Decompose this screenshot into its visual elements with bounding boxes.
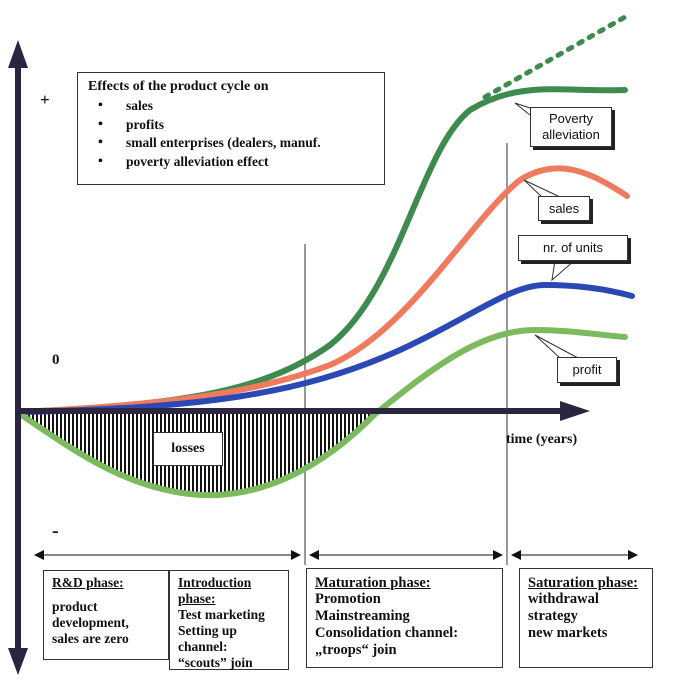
- legend-title: Effects of the product cycle on: [88, 79, 269, 94]
- phase-introduction-line-4: “scouts” join: [178, 655, 253, 670]
- legend-item-sales: sales: [98, 97, 374, 116]
- poverty-projection-dotted: [482, 14, 628, 100]
- poverty-callout-pointer: [514, 102, 531, 116]
- sales-curve: [17, 165, 630, 415]
- phase-rd-line-1: product: [52, 599, 98, 614]
- legend-item-poverty: poverty alleviation effect: [98, 153, 374, 172]
- phase-rd-line-2: development,: [52, 615, 129, 630]
- phase-rd-title: R&D phase:: [52, 575, 124, 590]
- profit-callout-pointer: [534, 334, 579, 359]
- legend-list: sales profits small enterprises (dealers…: [88, 97, 374, 171]
- phase-maturation-line-3: Consolidation channel:: [315, 625, 459, 641]
- axis-minus-label: -: [52, 520, 59, 542]
- units-callout: nr. of units: [518, 235, 628, 261]
- phase-saturation-line-2: strategy: [528, 608, 578, 624]
- phase-maturation: Maturation phase: Promotion Mainstreamin…: [306, 568, 503, 668]
- sales-callout-pointer: [523, 179, 561, 199]
- phase-saturation-line-3: new markets: [528, 625, 608, 641]
- poverty-callout: Poverty alleviation: [530, 107, 612, 147]
- legend-item-profits: profits: [98, 116, 374, 135]
- phase-introduction-title: Introduction phase:: [178, 575, 252, 606]
- units-callout-pointer: [551, 259, 576, 282]
- losses-label: losses: [153, 432, 223, 466]
- phase-introduction: Introduction phase: Test marketing Setti…: [169, 570, 289, 670]
- legend-item-small-enterprises: small enterprises (dealers, manuf.: [98, 134, 374, 153]
- phase-rd-line-3: sales are zero: [52, 631, 129, 646]
- phase-maturation-line-1: Promotion: [315, 591, 381, 607]
- axis-plus-label: +: [40, 90, 50, 109]
- units-curve: [17, 281, 635, 415]
- x-axis-label: time (years): [506, 432, 578, 447]
- phase-introduction-line-2: Setting up: [178, 623, 237, 638]
- phase-saturation: Saturation phase: withdrawal strategy ne…: [519, 568, 653, 668]
- phase-saturation-title: Saturation phase:: [528, 575, 638, 591]
- y-axis-arrow-down: [8, 648, 28, 675]
- y-axis-arrow-up: [8, 40, 28, 68]
- legend-box: Effects of the product cycle on sales pr…: [77, 72, 385, 185]
- phase-saturation-line-1: withdrawal: [528, 591, 599, 607]
- phase-maturation-line-2: Mainstreaming: [315, 608, 410, 624]
- phase-maturation-line-4: „troops“ join: [315, 642, 397, 658]
- phase-rd: R&D phase: product development, sales ar…: [43, 570, 169, 660]
- axis-zero-label: 0: [52, 352, 60, 368]
- phase-introduction-line-3: channel:: [178, 639, 228, 654]
- x-axis-arrow: [560, 401, 590, 421]
- sales-callout: sales: [538, 196, 590, 221]
- profit-curve: [17, 326, 628, 499]
- phase-maturation-title: Maturation phase:: [315, 575, 431, 591]
- phase-introduction-line-1: Test marketing: [178, 607, 265, 622]
- profit-callout: profit: [557, 357, 617, 383]
